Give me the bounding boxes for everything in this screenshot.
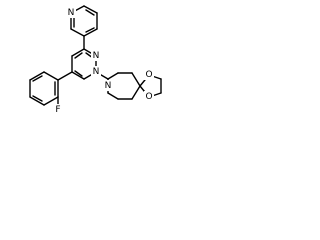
svg-text:O: O <box>145 92 152 102</box>
atom-label-dioxolane-o-bottom: O <box>144 91 154 102</box>
atom-label-piperidine-n: N <box>103 80 113 91</box>
molecule-structure: N N N F N O O <box>29 5 162 115</box>
svg-text:F: F <box>55 105 60 115</box>
svg-text:N: N <box>93 51 100 61</box>
svg-text:N: N <box>68 8 75 18</box>
atom-label-pyridine-n: N <box>66 7 76 18</box>
atom-label-fluorine: F <box>53 104 63 115</box>
atom-label-pyrimidine-n3: N <box>91 50 101 61</box>
svg-text:N: N <box>105 81 112 91</box>
svg-text:O: O <box>145 70 152 80</box>
pyrimidine-phenyl-bond <box>57 71 73 81</box>
svg-text:N: N <box>93 67 100 77</box>
fluorophenyl-ring <box>29 71 59 106</box>
atom-label-dioxolane-o-top: O <box>144 69 154 80</box>
atom-label-pyrimidine-n1: N <box>91 66 101 77</box>
